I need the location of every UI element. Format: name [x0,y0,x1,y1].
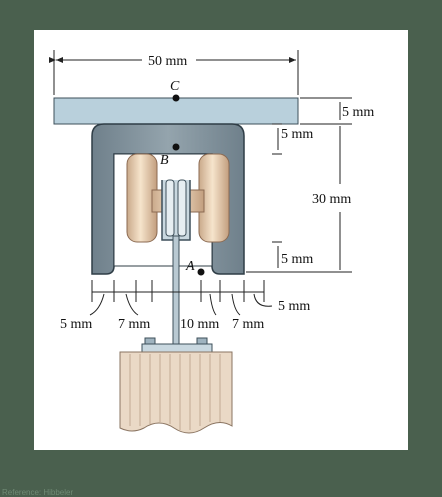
bottom-1-label: 5 mm [60,317,92,332]
mechanics-diagram: 50 mm C B A 5 mm 5 mm 30 mm 5 mm [49,50,374,434]
caption: Reference: Hibbeler [2,488,74,497]
right-dimensions [246,97,352,273]
top-plate-thickness-label: 5 mm [342,105,374,120]
point-c-dot [172,94,180,102]
lower-gap-label: 5 mm [281,252,313,267]
wood-post [119,351,233,434]
point-b-dot [172,143,180,151]
hanger-rod [172,235,180,347]
height-label: 30 mm [312,192,351,207]
point-a-label: A [185,259,195,274]
overall-width-dimension [49,50,299,95]
bottom-2-label: 7 mm [118,317,150,332]
overall-width-label: 50 mm [148,54,187,69]
point-b-label: B [160,153,169,168]
top-plate [53,97,299,125]
figure-panel: 50 mm C B A 5 mm 5 mm 30 mm 5 mm [34,30,408,450]
bottom-dimensions [89,280,273,316]
wood-grain [129,354,221,430]
bottom-4-label: 7 mm [232,317,264,332]
bolt-left [144,337,156,345]
bottom-3-label: 10 mm [180,317,219,332]
roller-assembly [126,153,230,243]
point-c-label: C [170,79,180,94]
upper-gap-label: 5 mm [281,127,313,142]
point-a-dot [197,268,205,276]
bolt-right [196,337,208,345]
bottom-right-label: 5 mm [278,299,310,314]
connector-plate [141,343,213,353]
